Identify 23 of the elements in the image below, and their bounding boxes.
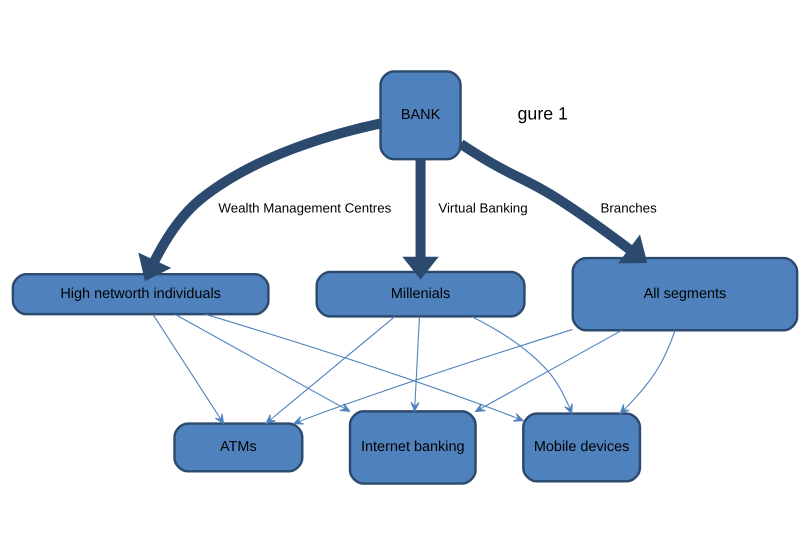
arrow <box>410 316 420 412</box>
node-box: Millenials <box>315 270 526 318</box>
arrow <box>471 315 573 414</box>
arrow <box>458 139 648 263</box>
edge-label: Branches <box>600 200 657 216</box>
node-box: Internet banking <box>348 410 477 484</box>
arrow <box>152 314 224 424</box>
arrow <box>620 330 676 414</box>
arrow <box>475 329 622 412</box>
node-box: High networth individuals <box>12 272 270 315</box>
label: gure 1 <box>518 103 568 124</box>
node-box: BANK <box>379 70 462 160</box>
node-box: ATMs <box>173 422 304 472</box>
arrow <box>174 313 350 412</box>
arrow <box>138 118 382 281</box>
node-box: All segments <box>572 256 798 331</box>
arrow <box>204 313 524 422</box>
edge-label: Virtual Banking <box>438 200 528 216</box>
node-box: Mobile devices <box>522 412 642 482</box>
arrow <box>293 328 573 424</box>
arrow <box>402 159 439 280</box>
edge-label: Wealth Management Centres <box>218 200 392 216</box>
arrow <box>266 316 396 424</box>
